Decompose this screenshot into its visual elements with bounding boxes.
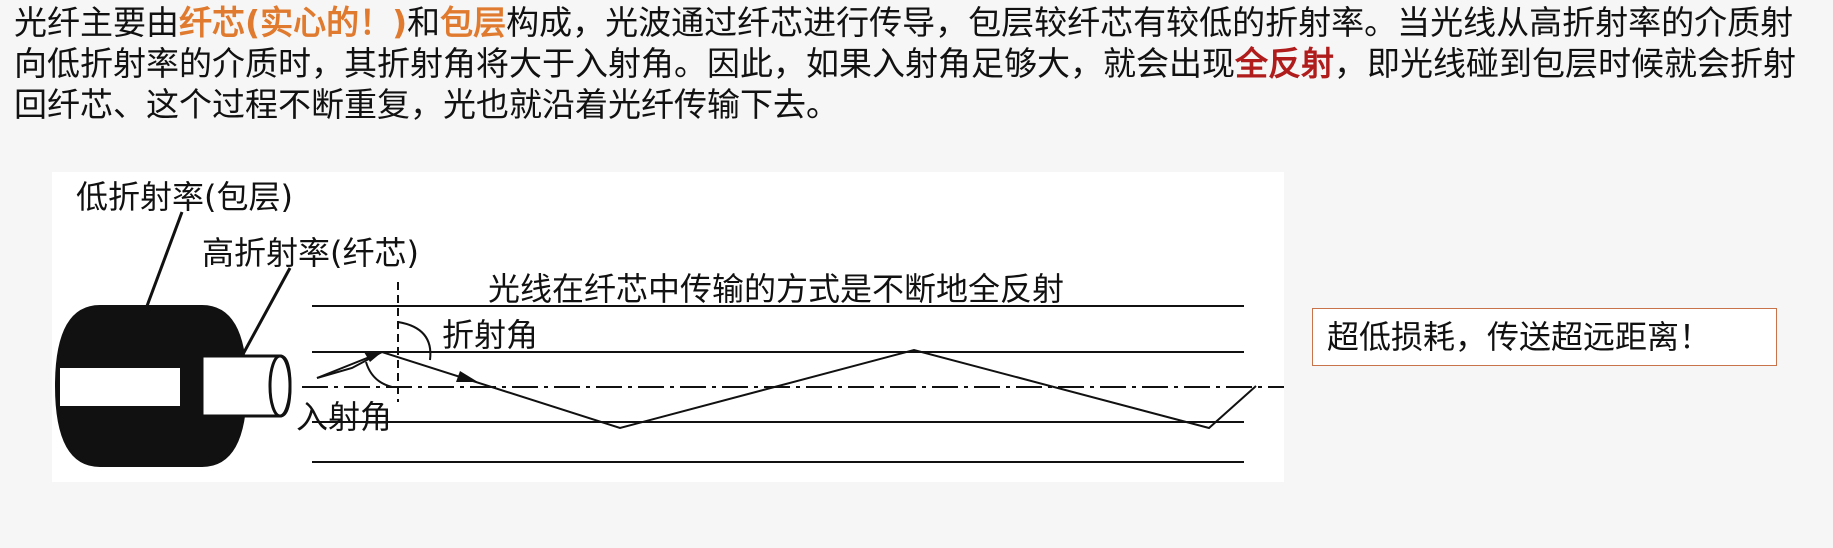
incidence-angle-label: 入射角	[296, 398, 393, 436]
ray-arrow-reflected	[456, 371, 478, 382]
refraction-angle-label: 折射角	[442, 316, 539, 354]
cladding-leader-line	[145, 211, 184, 307]
cladding-label: 低折射率(包层)	[76, 178, 293, 216]
cladding-term: 包层	[440, 3, 507, 42]
light-ray-path	[316, 348, 1257, 430]
callout-text: 超低损耗，传送超远距离！	[1327, 318, 1712, 356]
para-text-1: 光纤主要由	[14, 3, 179, 42]
incidence-angle-arc	[365, 361, 393, 388]
core-leader-line	[240, 267, 292, 357]
para-text-3: 构成，光波通过纤芯进行传导，包层较纤芯有较低的折射率。当光线从高折射率的介质射向…	[14, 3, 1794, 83]
intro-paragraph: 光纤主要由纤芯(实心的！)和包层构成，光波通过纤芯进行传导，包层较纤芯有较低的折…	[14, 2, 1824, 125]
diagram-title: 光线在纤芯中传输的方式是不断地全反射	[488, 270, 1065, 308]
cladding-core-band	[60, 368, 180, 406]
ray-arrow-incident	[364, 352, 382, 362]
callout-box: 超低损耗，传送超远距离！	[1312, 308, 1777, 366]
core-term: 纤芯(实心的！)	[179, 3, 408, 42]
core-end-face	[268, 354, 292, 418]
refraction-angle-arc	[397, 321, 432, 361]
fiber-illustration	[54, 211, 1284, 467]
para-text-2: 和	[407, 3, 441, 42]
total-reflection-term: 全反射	[1235, 44, 1334, 83]
optical-fiber-diagram: 低折射率(包层) 高折射率(纤芯) 光线在纤芯中传输的方式是不断地全反射 折射角…	[52, 172, 1284, 482]
core-label: 高折射率(纤芯)	[202, 234, 419, 272]
para-text-4: ，即光线碰到包层时候就会折射回纤芯、这个过程不断重复，光也就沿着光纤传输下去。	[14, 44, 1796, 124]
